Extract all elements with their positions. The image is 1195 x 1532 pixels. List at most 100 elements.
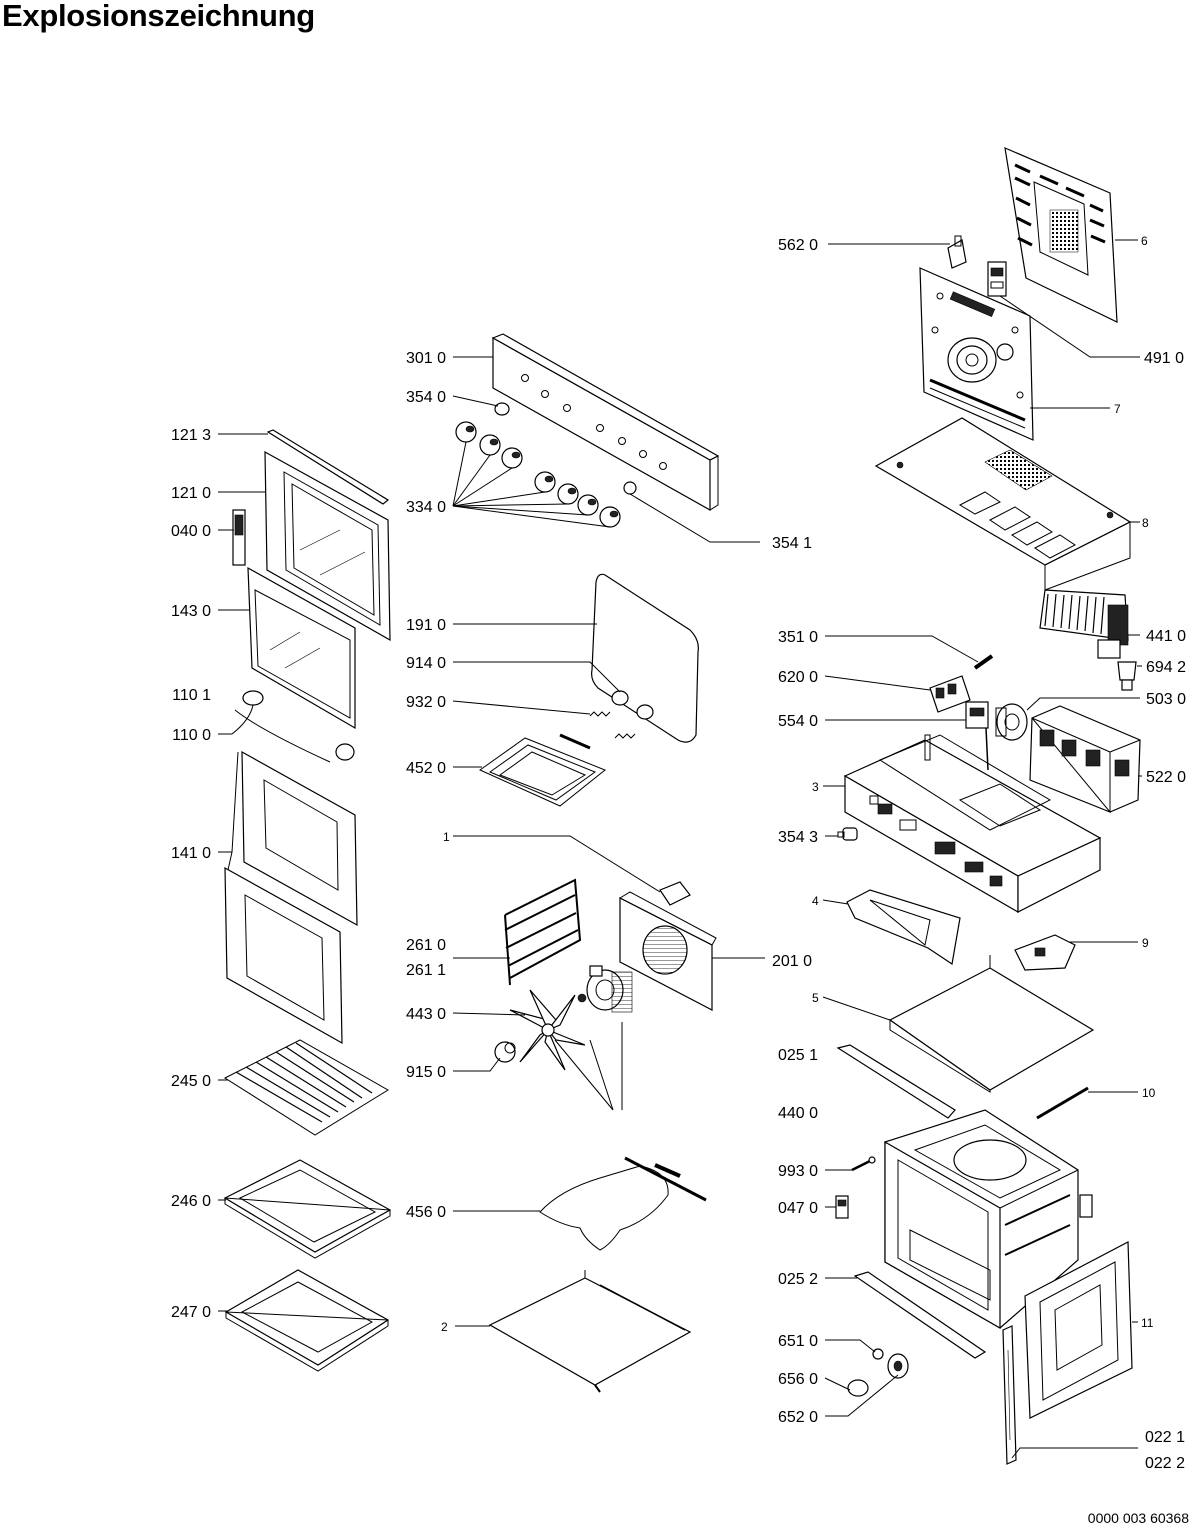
part-outer-door-lower <box>224 866 343 1045</box>
page-title: Explosionszeichnung <box>2 0 315 33</box>
leader-lines <box>218 239 1142 1459</box>
label-5540: 554 0 <box>778 713 818 730</box>
label-3: 3 <box>812 780 819 794</box>
label-1213: 121 3 <box>171 427 211 444</box>
part-top-plate <box>874 417 1132 591</box>
part-strip-0252 <box>853 1271 987 1359</box>
part-lower-heater <box>539 1156 707 1251</box>
label-5620: 562 0 <box>778 237 818 254</box>
label-6942: 694 2 <box>1146 659 1186 676</box>
label-1101: 110 1 <box>172 687 211 704</box>
label-0222: 022 2 <box>1145 1455 1185 1472</box>
part-cap-9150 <box>494 1041 516 1063</box>
label-11: 11 <box>1141 1316 1154 1330</box>
part-fan-blade <box>509 989 586 1071</box>
label-4: 4 <box>812 894 819 908</box>
part-spring-9320 <box>589 711 636 739</box>
label-9: 9 <box>1142 936 1149 950</box>
part-oven-cavity <box>884 1109 1093 1330</box>
label-6: 6 <box>1141 234 1148 248</box>
part-module-4910 <box>987 261 1007 297</box>
label-1100: 110 0 <box>172 727 211 744</box>
label-3010: 301 0 <box>406 350 446 367</box>
part-clip-0470 <box>835 1195 849 1219</box>
label-1410: 141 0 <box>171 845 211 862</box>
label-4910: 491 0 <box>1144 350 1184 367</box>
label-0251: 025 1 <box>778 1047 818 1064</box>
part-side-rack <box>504 878 582 986</box>
label-2610: 261 0 <box>406 937 446 954</box>
label-5220: 522 0 <box>1146 769 1186 786</box>
part-bracket-9 <box>1014 934 1076 971</box>
part-lamp-9140 <box>611 690 654 720</box>
part-tray-2470 <box>224 1269 390 1372</box>
label-8: 8 <box>1142 516 1149 530</box>
part-fan-cover <box>618 891 717 1011</box>
part-motor-5030 <box>995 703 1028 741</box>
label-3540: 354 0 <box>406 389 446 406</box>
label-5030: 503 0 <box>1146 691 1186 708</box>
label-5: 5 <box>812 991 819 1005</box>
part-fan-motor <box>577 965 633 1013</box>
label-2: 2 <box>441 1320 448 1334</box>
part-rod-10 <box>1036 1086 1089 1120</box>
label-10: 10 <box>1142 1086 1156 1100</box>
label-6200: 620 0 <box>778 669 818 686</box>
part-side-frame-11 <box>1024 1241 1133 1419</box>
part-bracket-5620 <box>947 235 967 269</box>
label-2450: 245 0 <box>171 1073 211 1090</box>
part-control-unit <box>1029 705 1141 814</box>
label-1430: 143 0 <box>171 603 211 620</box>
label-9930: 993 0 <box>778 1163 818 1180</box>
label-2010: 201 0 <box>772 953 812 970</box>
label-4430: 443 0 <box>406 1006 446 1023</box>
label-4410: 441 0 <box>1146 628 1186 645</box>
part-strip-0251 <box>836 1044 956 1119</box>
label-6560: 656 0 <box>778 1371 818 1388</box>
part-glass-frame <box>247 566 356 730</box>
part-rear-cover <box>1004 147 1118 323</box>
part-rear-wall <box>919 267 1034 441</box>
label-2460: 246 0 <box>171 1193 211 1210</box>
part-knob-cap-3541 <box>623 481 637 495</box>
label-6510: 651 0 <box>778 1333 818 1350</box>
label-3541: 354 1 <box>772 535 812 552</box>
part-control-panel <box>491 333 720 512</box>
label-0400: 040 0 <box>171 523 211 540</box>
part-side-plate <box>888 955 1095 1093</box>
label-4400: 440 0 <box>778 1105 818 1122</box>
label-2611: 261 1 <box>406 962 446 979</box>
part-tray-2460 <box>223 1159 392 1259</box>
part-hinge <box>232 509 246 566</box>
part-bottom-plate <box>488 1270 692 1393</box>
part-handle <box>234 690 355 763</box>
part-plug-6942 <box>1117 661 1137 691</box>
part-knob-cap-3543 <box>837 827 858 841</box>
part-labels: 562 0 6 491 0 7 8 301 0 354 0 121 3 121 … <box>171 234 1186 1472</box>
part-door-strip-1213 <box>266 429 390 505</box>
label-4560: 456 0 <box>406 1204 446 1221</box>
part-switch-5540 <box>965 701 989 771</box>
part-control-housing <box>843 734 1102 914</box>
label-9140: 914 0 <box>406 655 446 672</box>
part-knob-cap-3540 <box>494 402 510 416</box>
part-wire-rack <box>223 1039 389 1136</box>
label-0470: 047 0 <box>778 1200 818 1217</box>
part-terminal-block <box>929 675 971 713</box>
label-3543: 354 3 <box>778 829 818 846</box>
part-screw-9930 <box>851 1156 876 1172</box>
label-1210: 121 0 <box>171 485 211 502</box>
label-0221: 022 1 <box>1145 1429 1185 1446</box>
part-duct <box>846 889 961 966</box>
label-2470: 247 0 <box>171 1304 211 1321</box>
label-4520: 452 0 <box>406 760 446 777</box>
part-clamp-1 <box>659 881 691 906</box>
label-9150: 915 0 <box>406 1064 446 1081</box>
document-code: 0000 003 60368 <box>1087 1510 1189 1526</box>
label-6520: 652 0 <box>778 1409 818 1426</box>
label-1910: 191 0 <box>406 617 446 634</box>
part-strip-0221 <box>1002 1325 1017 1465</box>
label-3340: 334 0 <box>406 499 446 516</box>
